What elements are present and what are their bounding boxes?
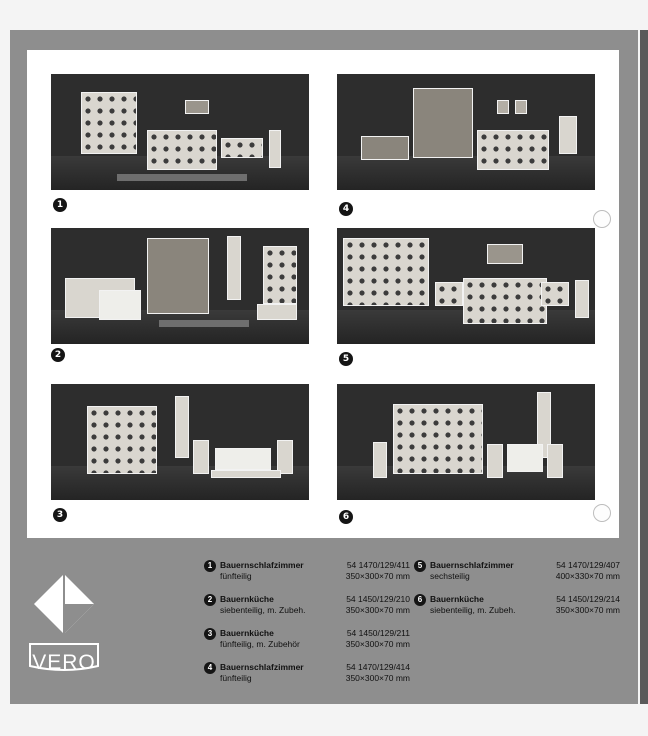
legend-article-number: 54 1450/129/214 [556, 594, 620, 604]
grandfather-clock [537, 392, 551, 458]
wardrobe [81, 92, 137, 154]
dresser [147, 238, 209, 314]
dresser [87, 406, 157, 474]
double-bed [463, 278, 547, 324]
vero-logo-mark [29, 574, 99, 671]
photo-number-badge: 2 [51, 348, 65, 362]
legend-item-description: siebenteilig, m. Zubeh. [430, 605, 516, 615]
rug [159, 320, 249, 327]
legend-dimensions: 350×300×70 mm [555, 605, 620, 615]
legend-item-description: fünfteilig [220, 673, 252, 683]
legend-item-name: Bauernküche [430, 594, 484, 604]
chair [277, 440, 293, 474]
wardrobe [413, 88, 473, 158]
chair [487, 444, 503, 478]
photo-number-badge: 4 [339, 202, 353, 216]
legend-entry-2: 2 Bauernküche 54 1450/129/210 siebenteil… [204, 594, 410, 618]
legend-article-number: 54 1470/129/414 [346, 662, 410, 672]
legend-entry-5: 5 Bauernschlafzimmer 54 1470/129/407 sec… [414, 560, 620, 584]
photo-6-kitchen [337, 384, 595, 500]
double-bed [477, 130, 549, 170]
wall-picture [497, 100, 509, 114]
legend-item-description: sechsteilig [430, 571, 470, 581]
bench [257, 304, 297, 320]
legend-item-description: siebenteilig, m. Zubeh. [220, 605, 306, 615]
wall-picture [487, 244, 523, 264]
photo-number-badge: 1 [53, 198, 67, 212]
legend-number-badge: 3 [204, 628, 216, 640]
legend-dimensions: 350×300×70 mm [345, 639, 410, 649]
legend-dimensions: 400×330×70 mm [555, 571, 620, 581]
legend-item-description: fünfteilig, m. Zubehör [220, 639, 300, 649]
nightstand [541, 282, 569, 306]
photo-4-bedroom [337, 74, 595, 190]
chest [361, 136, 409, 160]
legend-number-badge: 5 [414, 560, 426, 572]
logo-wordmark: VERO [32, 651, 96, 674]
chest [221, 138, 263, 158]
legend-dimensions: 350×300×70 mm [345, 673, 410, 683]
punch-hole [593, 504, 611, 522]
legend-item-name: Bauernküche [220, 628, 274, 638]
double-bed [147, 130, 217, 170]
photo-5-bedroom [337, 228, 595, 344]
chair [575, 280, 589, 318]
wardrobe [343, 238, 429, 306]
legend-item-name: Bauernküche [220, 594, 274, 604]
legend-article-number: 54 1470/129/411 [346, 560, 410, 570]
table [507, 444, 543, 472]
nightstand [435, 282, 463, 306]
grandfather-clock [175, 396, 189, 458]
legend-entry-4: 4 Bauernschlafzimmer 54 1470/129/414 fün… [204, 662, 410, 686]
legend-dimensions: 350×300×70 mm [345, 571, 410, 581]
chair [559, 116, 577, 154]
photo-number-badge: 3 [53, 508, 67, 522]
chair [269, 130, 281, 168]
page-edge [640, 30, 648, 704]
legend-number-badge: 1 [204, 560, 216, 572]
chair [193, 440, 209, 474]
table [99, 290, 141, 320]
legend-item-name: Bauernschlafzimmer [220, 560, 304, 570]
legend-item-name: Bauernschlafzimmer [220, 662, 304, 672]
legend-number-badge: 6 [414, 594, 426, 606]
rug [117, 174, 247, 181]
legend-item-name: Bauernschlafzimmer [430, 560, 514, 570]
legend-entry-1: 1 Bauernschlafzimmer 54 1470/129/411 fün… [204, 560, 410, 584]
wall-picture [185, 100, 209, 114]
legend-number-badge: 2 [204, 594, 216, 606]
table [215, 448, 271, 470]
legend-item-description: fünfteilig [220, 571, 252, 581]
photo-number-badge: 5 [339, 352, 353, 366]
vero-logo: VERO [24, 570, 104, 680]
legend-article-number: 54 1470/129/407 [556, 560, 620, 570]
photo-panel: 1 4 2 [27, 50, 619, 538]
photo-1-bedroom [51, 74, 309, 190]
chair [547, 444, 563, 478]
chair [373, 442, 387, 478]
dresser [393, 404, 483, 474]
legend-entry-3: 3 Bauernküche 54 1450/129/211 fünfteilig… [204, 628, 410, 652]
catalog-page: 1 4 2 [10, 30, 638, 704]
photo-number-badge: 6 [339, 510, 353, 524]
grandfather-clock [227, 236, 241, 300]
photo-3-kitchen [51, 384, 309, 500]
legend-entry-6: 6 Bauernküche 54 1450/129/214 siebenteil… [414, 594, 620, 618]
legend-dimensions: 350×300×70 mm [345, 605, 410, 615]
legend-number-badge: 4 [204, 662, 216, 674]
wall-picture [515, 100, 527, 114]
photo-floor [337, 156, 595, 190]
legend-article-number: 54 1450/129/211 [346, 628, 410, 638]
legend-article-number: 54 1450/129/210 [346, 594, 410, 604]
tiled-stove [263, 246, 297, 304]
bench [211, 470, 281, 478]
punch-hole [593, 210, 611, 228]
photo-2-kitchen [51, 228, 309, 344]
